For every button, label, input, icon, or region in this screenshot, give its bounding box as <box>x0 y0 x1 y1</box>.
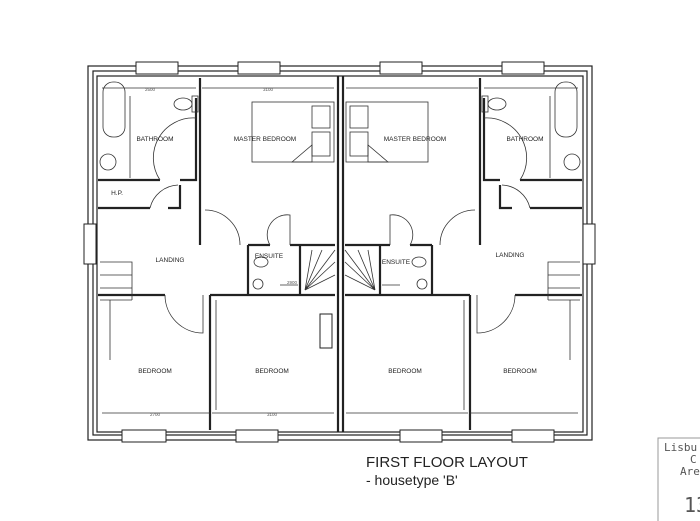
room-label-master-bedroom-right: MASTER BEDROOM <box>384 136 446 143</box>
room-label-landing-right: LANDING <box>496 252 525 259</box>
right-house-plan <box>343 76 584 432</box>
stamp-text: C <box>690 453 697 466</box>
room-label-ensuite-right: ENSUITE <box>382 259 411 266</box>
room-label-bathroom-right: BATHROOM <box>506 136 543 143</box>
dimension-label: 3100 <box>263 87 274 92</box>
room-label-landing-left: LANDING <box>156 257 185 264</box>
room-label-bedroom-right-2: BEDROOM <box>503 368 537 375</box>
dimension-label: 2900 <box>287 280 298 285</box>
stamp-text: Are <box>680 465 700 478</box>
stamp-text: Lisbu <box>664 441 697 454</box>
room-label-bedroom-left-2: BEDROOM <box>255 368 289 375</box>
dimension-label: 2500 <box>145 87 156 92</box>
windows <box>83 61 596 443</box>
room-label-hp: H.P. <box>111 190 123 197</box>
stamp-number: 13 <box>684 493 700 517</box>
dimension-label: 3100 <box>267 412 278 417</box>
plan-subtitle: - housetype 'B' <box>366 472 458 488</box>
room-label-bathroom-left: BATHROOM <box>136 136 173 143</box>
room-label-ensuite-left: ENSUITE <box>255 253 284 260</box>
plan-title: FIRST FLOOR LAYOUT <box>366 454 528 471</box>
room-label-bedroom-left-1: BEDROOM <box>138 368 172 375</box>
dimension-label: 2700 <box>150 412 161 417</box>
left-house-plan <box>98 78 336 430</box>
approval-stamp: Lisbu C Are 13 <box>657 437 700 521</box>
room-label-bedroom-right-1: BEDROOM <box>388 368 422 375</box>
room-label-master-bedroom-left: MASTER BEDROOM <box>234 136 296 143</box>
